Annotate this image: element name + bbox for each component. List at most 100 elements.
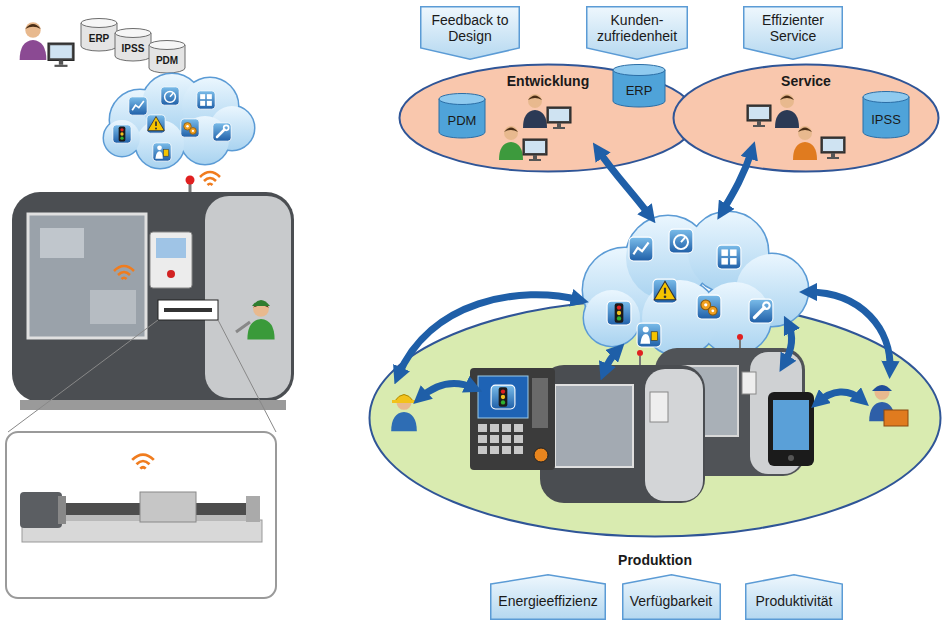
gear-icon [181,119,199,137]
cylinder-top [149,41,185,50]
grid-icon [197,91,215,109]
cloud [104,120,140,156]
hmi-panel [502,446,511,454]
operator [392,400,416,403]
goal-banner: Effizienter Service [743,6,843,60]
machine-tool [40,228,84,258]
label-area: Feedback to Design [420,8,520,48]
worker-icon [637,323,661,347]
label-area: Produktion [368,550,942,570]
cloud [104,120,140,156]
banner-outline [744,7,843,60]
cloud [104,74,254,168]
linear-axis-inset [58,496,66,524]
smartphone [788,455,794,461]
node-label: Produktivität [755,593,832,609]
cylinder-top [81,19,117,28]
machine-tool [12,172,294,410]
machine-tool [167,270,175,278]
smartphone [768,392,814,466]
zoom-leader [8,320,276,432]
traffic-light-icon [491,385,515,409]
smartphone [773,400,809,450]
machine-tool [12,192,294,402]
database-cylinder: IPSS [862,91,910,139]
label-area: PDM [438,105,486,137]
hmi-panel [502,435,511,443]
cloud [584,290,640,346]
banner-outline [587,7,688,60]
hmi-panel [470,368,555,470]
banner-outline [491,575,606,620]
node-label: ERP [89,33,110,45]
banner-outline [622,575,720,620]
machine-tool [739,340,741,348]
label-area: Produktivität [745,584,843,618]
machine-tool [639,356,641,365]
database-cylinder: PDM [148,40,186,74]
machine-worker [252,300,270,306]
warning-icon [147,115,165,133]
machine-tool [158,300,218,320]
hmi-panel [532,378,548,428]
node-label: ERP [626,84,653,99]
banner-outline [746,575,843,620]
label-area: ERP [80,28,118,50]
machine-tool [205,196,291,398]
node-label: Effizienter Service [751,12,835,44]
zoom-leader [8,320,158,432]
technician [884,410,908,426]
node-label: PDM [156,55,178,67]
machine-tool [189,184,192,192]
machine-tool [164,308,212,312]
label-area: Kunden- zufriedenheit [586,8,688,48]
hmi-panel [514,446,523,454]
warning-icon [653,279,677,303]
worker-icon [153,143,171,161]
chart-icon [129,97,147,115]
hmi-panel [514,424,523,432]
area-outline [674,65,939,172]
gauge-icon [161,87,179,105]
linear-axis-inset [140,492,196,522]
office-user [20,22,74,67]
hmi-panel [478,424,523,454]
traffic-light-icon [607,301,631,325]
machine-tool [186,176,195,185]
machine-tool [737,334,743,340]
cloud [584,290,640,346]
machine-tool [28,214,146,338]
label-area: IPSS [114,38,152,60]
machine-tool [645,369,703,501]
machine-worker [236,300,275,339]
node-label: Kunden- zufriedenheit [594,12,680,44]
database-cylinder: PDM [438,93,486,139]
benefit-banner: Verfügbarkeit [622,574,721,620]
chart-icon [629,237,653,261]
hmi-panel [478,376,528,418]
machine-tool [742,372,756,394]
machine-tool [90,290,136,324]
machine-tool [20,400,286,410]
machine-tool [540,350,705,503]
linear-axis-inset [6,432,276,598]
cloud [104,74,254,168]
area-outline [400,65,697,172]
goal-banner: Feedback to Design [420,6,520,60]
cylinder-body [863,97,909,138]
label-area: Service [672,71,940,91]
linear-axis-inset [246,496,260,522]
tool-icon [213,123,231,141]
cylinder-top [863,92,909,103]
hmi-panel [490,446,499,454]
gear-icon [697,295,721,319]
hmi-panel [478,424,487,432]
cylinder-top [115,29,151,38]
node-label: IPSS [122,43,145,55]
machine-worker [236,322,250,332]
zoom-leader [218,320,276,432]
label-area: IPSS [862,103,910,137]
person-figure [20,22,47,60]
